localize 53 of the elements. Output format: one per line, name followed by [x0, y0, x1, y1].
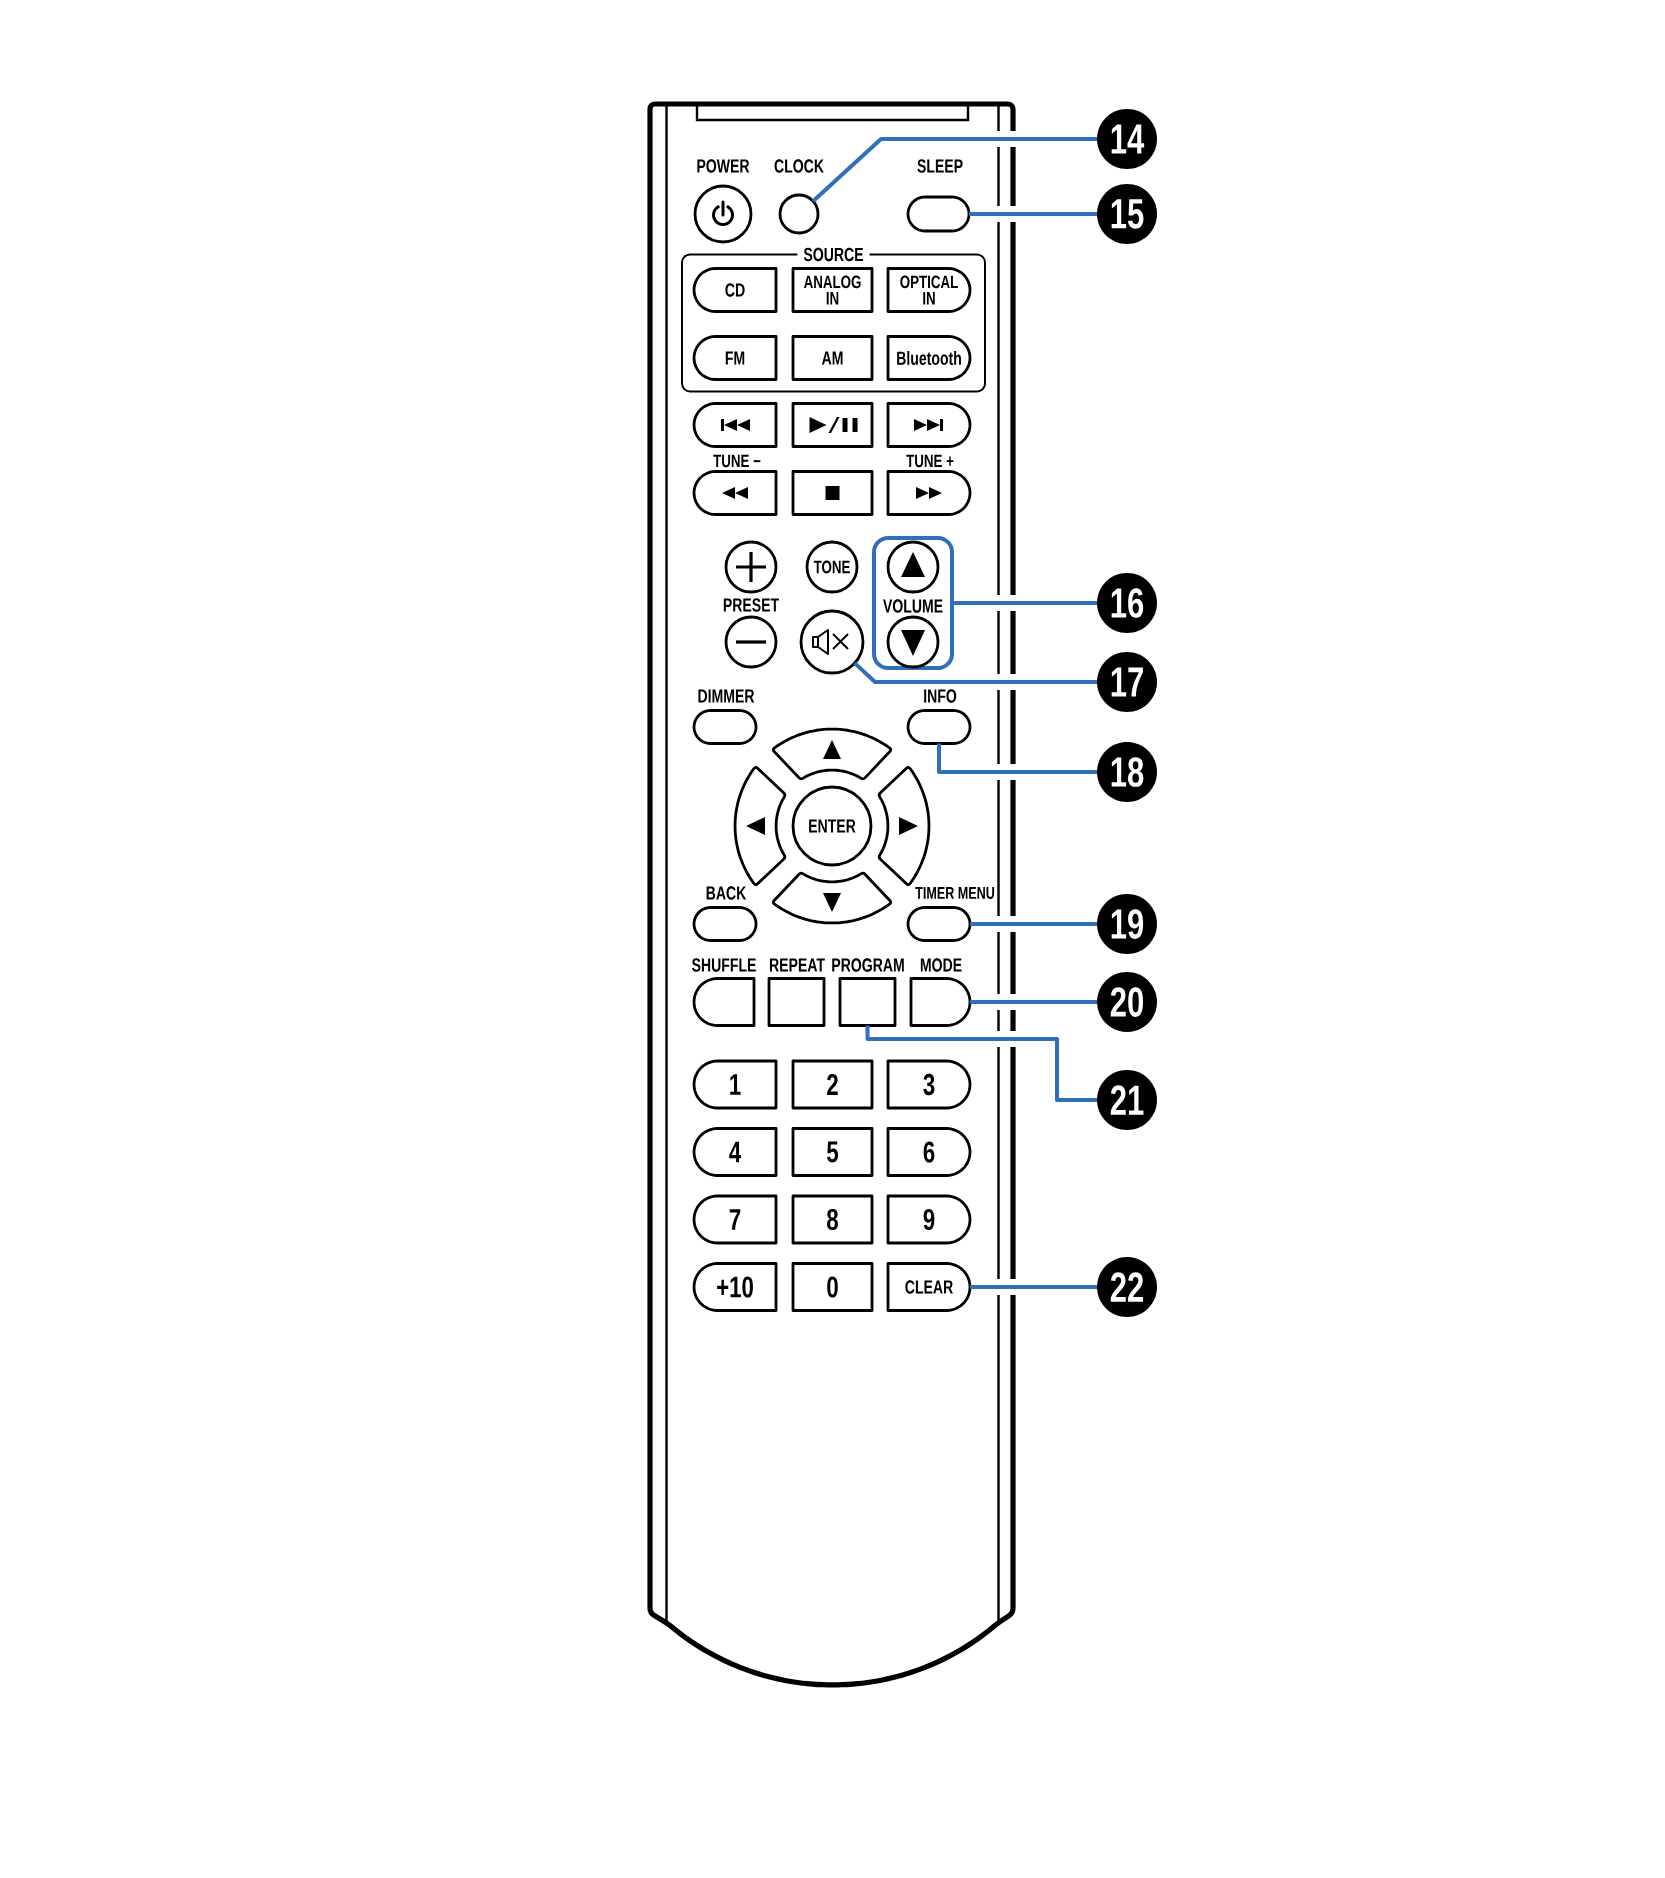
button: FM	[692, 335, 778, 381]
button-label: PRESET	[723, 598, 779, 612]
callout-number: 17	[1097, 652, 1157, 712]
button: ANALOG IN	[791, 267, 874, 313]
callout-number: 22	[1097, 1257, 1157, 1317]
button: OPTICAL IN	[886, 267, 972, 313]
leader-line	[970, 922, 1097, 926]
button: 0	[791, 1262, 874, 1312]
button: CLEAR	[886, 1262, 972, 1312]
leader-line	[954, 601, 1097, 605]
button-label: BACK	[706, 886, 747, 900]
button: 9	[886, 1194, 972, 1245]
round-button: ENTER	[791, 785, 873, 867]
leader-line	[970, 1000, 1097, 1004]
callout-number: 19	[1097, 894, 1157, 954]
button-label: SHUFFLE	[692, 958, 756, 972]
button: +10	[692, 1262, 778, 1312]
button: 6	[886, 1127, 972, 1177]
button-label: MODE	[920, 958, 962, 972]
button-label: DIMMER	[698, 689, 755, 703]
callout-number: 18	[1097, 742, 1157, 802]
leader-line	[865, 1025, 1097, 1102]
button: 1	[692, 1059, 778, 1110]
button: 5	[791, 1127, 874, 1177]
leader-line	[853, 661, 1097, 684]
button-label: REPEAT	[769, 958, 825, 972]
button-label: TUNE −	[713, 454, 761, 468]
leader-line	[937, 743, 1097, 774]
leader-line	[811, 137, 1097, 203]
button-label: TUNE +	[906, 454, 954, 468]
callout-number: 15	[1097, 184, 1157, 244]
button: 3	[886, 1059, 972, 1110]
button-label: TIMER MENU	[915, 887, 995, 899]
button: CD	[692, 267, 778, 313]
button-label: INFO	[924, 689, 957, 703]
button-label: CLOCK	[774, 159, 824, 173]
highlight-frame: VOLUME	[872, 536, 954, 670]
button: 8	[791, 1194, 874, 1245]
callout-number: 14	[1097, 109, 1157, 169]
leader-line	[969, 212, 1097, 216]
button: 7	[692, 1194, 778, 1245]
leader-line	[970, 1285, 1097, 1289]
button: Bluetooth	[886, 335, 972, 381]
button: 2	[791, 1059, 874, 1110]
callout-number: 21	[1097, 1070, 1157, 1130]
callout-number: 20	[1097, 972, 1157, 1032]
round-button: TONE	[805, 540, 859, 594]
button: 4	[692, 1127, 778, 1177]
button-label: SLEEP	[917, 159, 963, 173]
callout-number: 16	[1097, 573, 1157, 633]
button: AM	[791, 335, 874, 381]
button-label: POWER	[697, 159, 750, 173]
button-label: PROGRAM	[832, 958, 904, 972]
